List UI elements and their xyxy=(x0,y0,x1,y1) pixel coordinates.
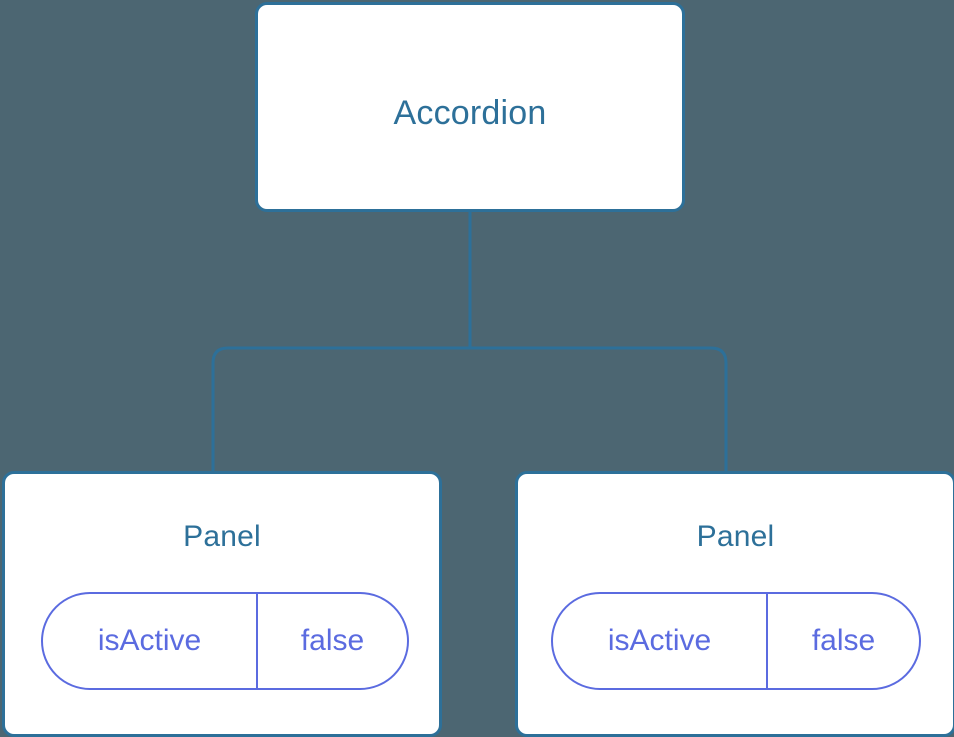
state-badge-panel-1[interactable]: isActive false xyxy=(551,592,921,690)
node-panel-1-title: Panel xyxy=(696,520,775,553)
state-key-panel-0: isActive xyxy=(97,624,202,657)
state-key-panel-1: isActive xyxy=(607,624,712,657)
state-value-panel-0: false xyxy=(256,594,407,688)
state-badge-panel-0[interactable]: isActive false xyxy=(41,592,409,690)
state-value-panel-1: false xyxy=(766,594,919,688)
node-accordion-title: Accordion xyxy=(393,94,547,132)
connector-branch-right xyxy=(470,346,728,472)
node-panel-0[interactable]: Panel isActive false xyxy=(2,471,442,737)
connector-branch-left xyxy=(211,346,470,472)
node-panel-0-title: Panel xyxy=(183,520,261,553)
node-panel-1[interactable]: Panel isActive false xyxy=(515,471,954,737)
node-accordion[interactable]: Accordion xyxy=(255,2,685,212)
